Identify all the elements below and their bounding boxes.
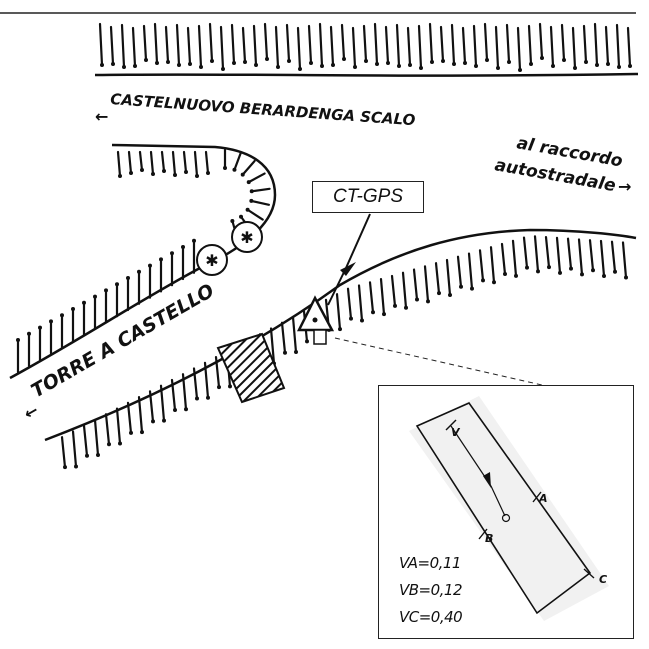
road-edge-main bbox=[44, 228, 637, 442]
value-vb: VB=0,12 bbox=[399, 581, 463, 599]
building-hatch-icon bbox=[216, 332, 286, 404]
svg-text:✱: ✱ bbox=[205, 251, 218, 270]
inset-detail: V A B C VA=0,11 VB=0,12 VC=0,40 bbox=[378, 385, 634, 639]
survey-point bbox=[501, 513, 511, 523]
tree-icon: ✱ bbox=[231, 221, 263, 253]
value-vc: VC=0,40 bbox=[399, 608, 463, 626]
gps-callout-label: CT-GPS bbox=[312, 181, 424, 213]
tree-icon: ✱ bbox=[196, 244, 228, 276]
leader-line bbox=[334, 337, 543, 386]
arrow-torre: ← bbox=[21, 400, 42, 423]
station-triangle-icon bbox=[296, 295, 335, 345]
point-c-label: C bbox=[599, 573, 607, 586]
label-castelnuovo: CASTELNUOVO BERARDENGA SCALO bbox=[110, 90, 416, 129]
value-va: VA=0,11 bbox=[399, 554, 461, 572]
embankment-top bbox=[98, 22, 632, 72]
point-a-label: A bbox=[538, 492, 548, 505]
survey-plate bbox=[415, 402, 592, 615]
arrow-raccordo: → bbox=[618, 177, 631, 196]
embankment-loop bbox=[16, 148, 271, 374]
road-edge-top bbox=[94, 72, 639, 77]
arrow-castelnuovo: ← bbox=[95, 107, 108, 126]
label-torre: TORRE A CASTELLO bbox=[28, 280, 218, 403]
svg-text:✱: ✱ bbox=[240, 228, 253, 247]
point-v-label: V bbox=[451, 426, 461, 439]
point-b-label: B bbox=[485, 532, 493, 545]
